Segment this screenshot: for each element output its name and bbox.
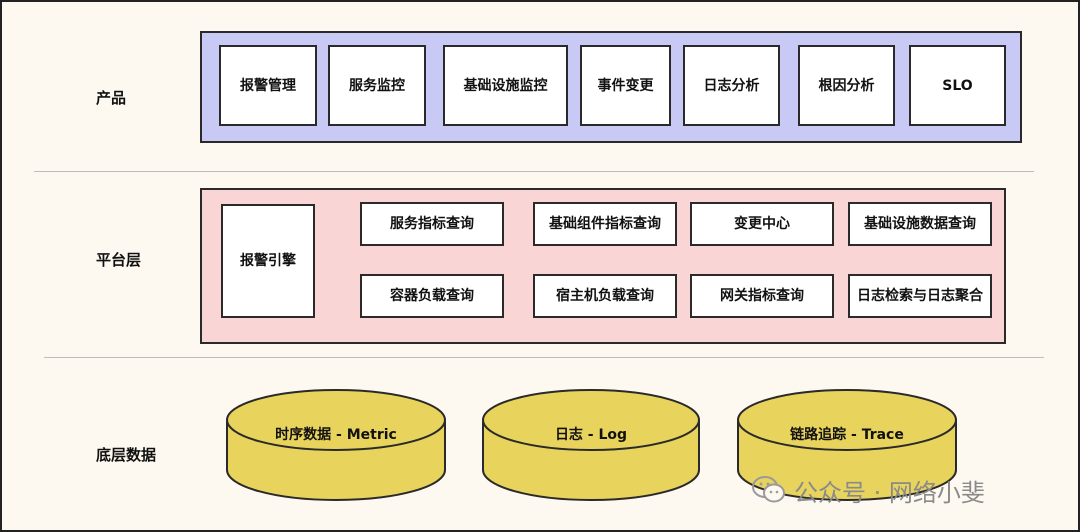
platform-container-load-query: 容器负载查询 [360,274,504,318]
product-log-analysis: 日志分析 [683,45,780,126]
platform-service-metric-query: 服务指标查询 [360,202,504,246]
platform-gateway-metric-query: 网关指标查询 [690,274,834,318]
wechat-icon [752,476,785,503]
product-event-change: 事件变更 [580,45,671,126]
watermark-text: 公众号 · 网络小斐 [794,478,985,507]
product-root-cause-analysis: 根因分析 [798,45,895,126]
product-alarm-management: 报警管理 [219,45,317,126]
product-slo: SLO [909,45,1006,126]
layer-label-platform: 平台层 [96,251,142,269]
divider-top [34,171,1034,172]
product-service-monitoring: 服务监控 [328,45,426,126]
platform-component-metric-query: 基础组件指标查询 [533,202,677,246]
platform-alarm-engine: 报警引擎 [221,204,315,318]
platform-host-load-query: 宿主机负载查询 [533,274,677,318]
product-infra-monitoring: 基础设施监控 [443,45,568,126]
layer-label-product: 产品 [96,89,127,107]
platform-log-search-aggregation: 日志检索与日志聚合 [848,274,992,318]
platform-change-center: 变更中心 [690,202,834,246]
divider-bottom [44,357,1044,358]
platform-infra-data-query: 基础设施数据查询 [848,202,992,246]
layer-label-data: 底层数据 [96,446,157,464]
watermark: 公众号 · 网络小斐 [752,470,985,510]
